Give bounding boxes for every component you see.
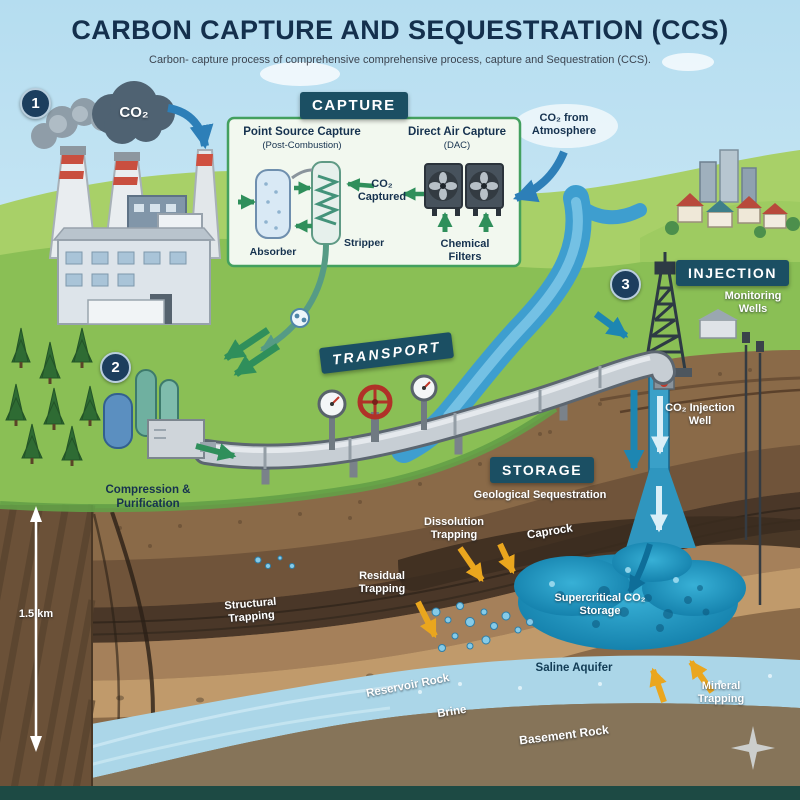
page-title: CARBON CAPTURE AND SEQUESTRATION (CCS)	[71, 15, 729, 45]
chemical-filters-label: Chemical Filters	[440, 238, 490, 263]
atmosphere-to-dac-arrow	[512, 150, 568, 203]
compression-label: Compression & Purification	[105, 484, 191, 510]
monitoring-well-shed	[698, 309, 764, 352]
town	[665, 149, 800, 238]
step-badge-1: 1	[20, 88, 51, 119]
caprock-band	[398, 516, 800, 591]
captured-co2-pipe	[259, 243, 329, 353]
saline-aquifer-label: Saline Aquifer	[535, 662, 613, 674]
pipeline	[193, 350, 676, 485]
injection-down-arrows	[623, 390, 669, 595]
pressure-gauge	[410, 374, 438, 430]
process-pipe	[291, 168, 313, 180]
monitoring-well-lines	[744, 345, 762, 605]
dac-fan-units	[424, 163, 504, 216]
absorber-label: Absorber	[249, 246, 297, 258]
co2-plume	[514, 542, 746, 650]
smokestack-stripes	[59, 146, 213, 185]
co2-cloud-label: CO₂	[119, 104, 149, 121]
co2-molecule-icon	[290, 308, 310, 328]
factory-buildings	[52, 195, 216, 325]
storage-header: STORAGE	[490, 457, 595, 483]
pressure-gauge	[317, 389, 347, 450]
stripper-label: Stripper	[344, 237, 385, 249]
depth-scale-label: 1.5 km	[18, 608, 54, 620]
river-to-injection-arrow	[593, 311, 629, 339]
co2-bubbles	[254, 555, 534, 652]
step-badge-3: 3	[610, 269, 641, 300]
page-subtitle: Carbon- capture process of comprehensive…	[149, 54, 651, 66]
sky-clouds	[260, 53, 714, 148]
residual-trapping-label: Residual Trapping	[358, 570, 406, 595]
stripper-column	[311, 161, 341, 245]
trapping-arrows	[415, 542, 715, 703]
mineral-trapping-label: Mineral Trapping	[697, 680, 745, 705]
basement-rock-band	[0, 703, 800, 800]
co2-captured-label: CO₂ Captured	[357, 178, 407, 203]
supercritical-co2-label: Supercritical CO₂ Storage	[554, 592, 646, 617]
point-source-capture-subtitle: (Post-Combustion)	[262, 140, 342, 151]
depth-scale-arrow	[30, 506, 42, 752]
capture-header: CAPTURE	[300, 92, 408, 119]
storage-subtitle: Geological Sequestration	[473, 489, 607, 501]
step-badge-2: 2	[100, 352, 131, 383]
grass-edge	[0, 404, 558, 513]
absorber-vessel	[255, 169, 291, 239]
co2-cloud	[92, 81, 175, 144]
dissolution-trapping-label: Dissolution Trapping	[424, 516, 484, 541]
co2-from-atmosphere-label: CO₂ from Atmosphere	[531, 112, 597, 137]
direct-air-capture-title: Direct Air Capture	[408, 126, 506, 138]
compass-star-icon	[731, 726, 775, 770]
left-cut-face	[0, 504, 96, 800]
injection-header: INJECTION	[676, 260, 790, 286]
co2-injection-well-label: CO₂ Injection Well	[665, 402, 735, 427]
point-source-capture-title: Point Source Capture	[243, 126, 361, 138]
power-plant	[31, 98, 222, 325]
co2-cloud-arrow	[167, 104, 214, 150]
direct-air-capture-subtitle: (DAC)	[443, 140, 471, 151]
bottom-border	[0, 786, 800, 800]
evergreen-trees	[5, 327, 101, 466]
green-flow-arrows	[195, 178, 494, 461]
compression-unit	[103, 369, 216, 459]
valve-wheel	[357, 384, 393, 442]
monitoring-wells-label: Monitoring Wells	[724, 290, 782, 315]
